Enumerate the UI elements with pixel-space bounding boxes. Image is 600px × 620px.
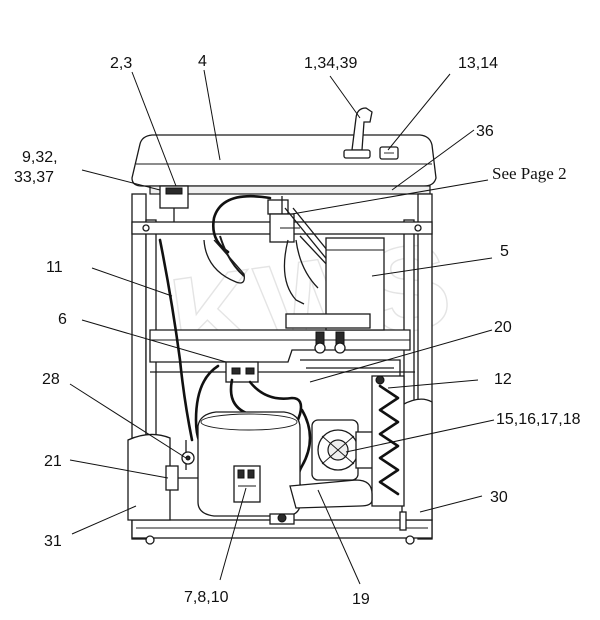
regulator-valve <box>267 199 289 215</box>
callout-9-32-line1: 9,32, <box>22 149 58 166</box>
callout-see-page-2: See Page 2 <box>492 164 567 183</box>
leader-lines <box>69 69 495 585</box>
callout-7-8-10: 7,8,10 <box>184 589 229 606</box>
cooling-tank <box>285 237 385 354</box>
callout-5: 5 <box>500 243 509 260</box>
callout-31: 31 <box>44 533 62 550</box>
bubbler-assembly <box>343 107 399 160</box>
callout-2-3: 2,3 <box>110 55 132 72</box>
cabinet-frame <box>127 134 437 545</box>
callout-19: 19 <box>352 591 370 608</box>
relay-box <box>225 361 259 383</box>
callout-15-16-17-18: 15,16,17,18 <box>496 411 581 428</box>
fan-motor <box>311 419 375 481</box>
callout-4: 4 <box>198 53 207 70</box>
basin-top <box>131 134 437 187</box>
callout-20: 20 <box>494 319 512 336</box>
callout-9-32-line2: 33,37 <box>14 169 54 186</box>
mid-shelf <box>149 329 411 363</box>
right-side-panel <box>401 398 433 521</box>
callout-12: 12 <box>494 371 512 388</box>
callout-28: 28 <box>42 371 60 388</box>
left-side-panel <box>127 433 171 521</box>
hose-loop <box>212 194 272 254</box>
relay-housing <box>225 361 259 383</box>
fan-bracket <box>355 431 375 469</box>
callout-36: 36 <box>476 123 494 140</box>
callout-11: 11 <box>46 259 63 276</box>
callout-1-34-39: 1,34,39 <box>304 55 357 72</box>
callout-13-14: 13,14 <box>458 55 498 72</box>
condenser-coil <box>371 375 405 507</box>
callout-30: 30 <box>490 489 508 506</box>
bubbler-head <box>351 107 373 151</box>
basin-lip <box>149 185 431 195</box>
dryer-tube <box>289 359 401 509</box>
compressor <box>165 411 301 525</box>
callout-21: 21 <box>44 453 62 470</box>
dryer <box>289 479 373 509</box>
callout-labels: 2,3 4 1,34,39 13,14 36 9,32, 33,37 See P… <box>14 53 581 608</box>
callout-6: 6 <box>58 311 67 328</box>
